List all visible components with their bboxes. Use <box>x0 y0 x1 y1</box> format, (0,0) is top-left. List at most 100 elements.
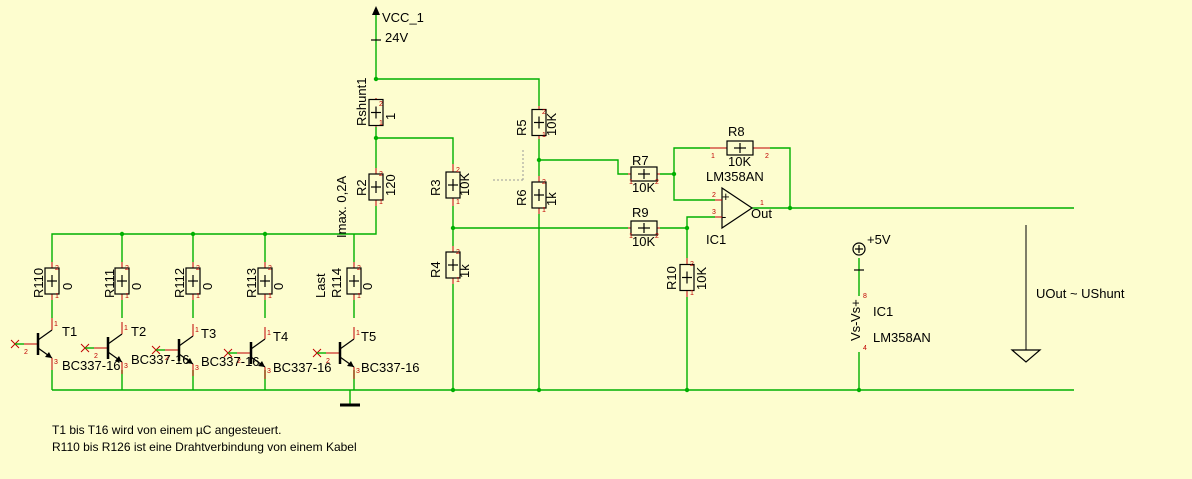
opamp-power-symbol <box>852 242 866 271</box>
r2-value: 120 <box>383 174 398 196</box>
vcc-voltage-label: 24V <box>385 30 408 45</box>
r8-name: R8 <box>728 124 745 139</box>
note-line-1: T1 bis T16 wird von einem µC angesteuert… <box>52 423 281 437</box>
r9-value: 10K <box>632 234 655 249</box>
r111-resistor-pin-1: 1 <box>125 293 129 300</box>
opamp-out-label: Out <box>751 206 772 221</box>
r2-name: R2 <box>354 179 369 196</box>
wire-network <box>51 45 1074 393</box>
t3-transistor-collector-line <box>178 335 194 347</box>
r5-resistor-pin-1: 1 <box>542 132 546 139</box>
t4-transistor-collector-line <box>250 338 266 350</box>
r6-resistor: 21 <box>531 176 547 214</box>
r4-resistor: 21 <box>445 246 461 284</box>
r113-resistor-pin-1: 1 <box>268 293 272 300</box>
t1-name: T1 <box>62 324 77 339</box>
opamp-pin-1: 1 <box>760 200 764 207</box>
rshunt-resistor-pin-1: 1 <box>379 120 383 127</box>
opamp-power-pin-bottom: 4 <box>863 345 867 352</box>
r110-name: R110 <box>31 268 46 298</box>
t4-transistor-pin-1: 1 <box>267 330 271 337</box>
t1-transistor-collector-line <box>37 329 53 341</box>
t5-transistor-pin-2: 2 <box>326 358 330 365</box>
junction-dot <box>119 231 125 237</box>
shunt-node-wire <box>376 137 454 164</box>
r7-resistor-pin-2: 2 <box>655 179 659 186</box>
t2-transistor-pin-2: 2 <box>94 353 98 360</box>
junction-dot <box>190 231 196 237</box>
r5-name: R5 <box>514 119 529 136</box>
r2-resistor-pin-1: 1 <box>379 199 383 206</box>
r114-resistor-pin-2: 2 <box>357 265 361 272</box>
minus-input-wire <box>660 173 715 201</box>
r9-name: R9 <box>632 205 649 220</box>
t1-transistor-emitter-arrow <box>45 352 52 358</box>
opamp-pin-3: 3 <box>712 209 716 216</box>
r7-resistor-body <box>630 166 658 182</box>
vcc-net-label: VCC_1 <box>382 10 424 25</box>
r111-resistor: 21 <box>114 262 130 300</box>
t2-transistor-collector-line <box>107 333 123 345</box>
opamp-power-pin-top: 8 <box>863 293 867 300</box>
t3-transistor-pin-1: 1 <box>195 327 199 334</box>
r9-resistor-body <box>630 220 658 236</box>
opamp-minus-sign: - <box>722 209 726 224</box>
junction-dot <box>856 387 862 393</box>
t2-transistor-pin-3: 3 <box>124 363 128 370</box>
t5-transistor-emitter-arrow <box>347 361 354 367</box>
junction-dot <box>684 387 690 393</box>
junction-dot <box>262 231 268 237</box>
r113-value: 0 <box>271 283 286 290</box>
opamp-triangle <box>721 186 754 230</box>
r112-resistor-body <box>185 267 201 295</box>
r2-resistor-body <box>368 173 384 201</box>
r8-resistor-pin-2: 2 <box>765 153 769 160</box>
t4-name: T4 <box>273 329 288 344</box>
rshunt-name: Rshunt1 <box>354 78 369 126</box>
opamp-power-type: LM358AN <box>873 330 931 345</box>
opamp-pin-2: 2 <box>712 192 716 199</box>
r111-resistor-body <box>114 267 130 295</box>
opamp-type-label: LM358AN <box>706 169 764 184</box>
r10-resistor: 21 <box>679 258 695 297</box>
r112-resistor: 21 <box>185 262 201 300</box>
vcc-arrow-icon <box>372 6 380 15</box>
plus-input-wire <box>660 216 715 229</box>
opamp-name-label: IC1 <box>706 232 726 247</box>
r5-resistor-pin-2: 2 <box>542 109 546 116</box>
r7-resistor-pin-1: 1 <box>629 179 633 186</box>
t5-transistor-collector-line <box>339 338 355 350</box>
r5-resistor: 21 <box>531 106 547 139</box>
junction-dot <box>536 157 542 163</box>
r112-resistor-pin-1: 1 <box>196 293 200 300</box>
t4-transistor: 132 <box>223 327 271 379</box>
note-line-2: R110 bis R126 ist eine Drahtverbindung v… <box>52 440 357 454</box>
r111-value: 0 <box>129 283 144 290</box>
t5-transistor-pin-3: 3 <box>356 368 360 375</box>
r4-value: 1k <box>457 264 472 278</box>
r8-resistor-pin-1: 1 <box>711 153 715 160</box>
t1-transistor-pin-2: 2 <box>24 349 28 356</box>
opamp-power-rail-label: +5V <box>867 232 891 247</box>
r10-name: R10 <box>664 266 679 290</box>
r110-value: 0 <box>60 283 75 290</box>
r110-resistor-pin-2: 2 <box>55 265 59 272</box>
r3-name: R3 <box>428 179 443 196</box>
r114-resistor-pin-1: 1 <box>357 293 361 300</box>
r4-resistor-body <box>445 251 461 279</box>
t3-transistor-pin-2: 2 <box>165 355 169 362</box>
opamp-vs-plus: Vs+ <box>848 299 863 322</box>
t2-name: T2 <box>131 324 146 339</box>
r111-resistor-pin-2: 2 <box>125 265 129 272</box>
t4-transistor-pin-3: 3 <box>267 368 271 375</box>
feedback-left-wire <box>673 147 710 174</box>
r6-resistor-pin-1: 1 <box>542 207 546 214</box>
r10-resistor-body <box>679 263 695 292</box>
t3-transistor: 132 <box>151 324 199 376</box>
junction-dot <box>373 76 379 82</box>
r7-name: R7 <box>632 153 649 168</box>
